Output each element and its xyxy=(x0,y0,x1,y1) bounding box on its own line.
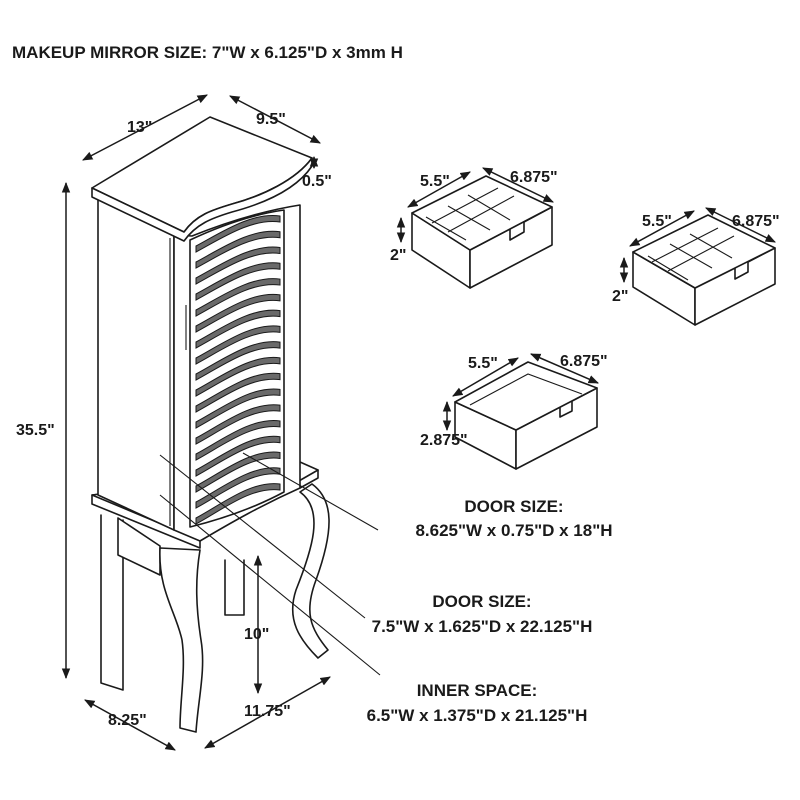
drawer-dimension-arrows xyxy=(396,167,776,432)
door-slat xyxy=(195,278,281,317)
drawer-1-width-label: 6.875" xyxy=(510,169,558,186)
side-panel xyxy=(97,195,175,531)
door-small-size: 8.625"W x 0.75"D x 18"H xyxy=(415,521,612,540)
door-slat xyxy=(195,420,281,461)
label-top-thickness: 0.5" xyxy=(302,173,332,190)
label-total-height: 35.5" xyxy=(16,422,55,439)
drawer-3 xyxy=(454,361,598,470)
drawer-2-height-label: 2" xyxy=(612,288,628,305)
door-slat xyxy=(195,293,281,333)
door-slat xyxy=(195,246,281,285)
door-slat xyxy=(195,372,281,413)
door-slat xyxy=(195,262,281,301)
leader-inner-space xyxy=(159,494,381,676)
door-slat xyxy=(195,451,281,493)
dim-base-width xyxy=(204,676,331,749)
door-large-title: DOOR SIZE: xyxy=(432,592,531,611)
door-slats xyxy=(195,214,281,525)
inner-space-title: INNER SPACE: xyxy=(417,681,538,700)
d3-depth-arrow xyxy=(452,357,519,397)
base-apron xyxy=(117,517,161,576)
door-slat xyxy=(195,230,281,269)
d2-width-arrow xyxy=(705,207,776,243)
door-slat xyxy=(195,325,281,365)
drawer-2-depth-label: 5.5" xyxy=(642,213,672,230)
right-curved-leg xyxy=(291,483,330,659)
d1-width-arrow xyxy=(482,167,554,203)
label-base-width: 11.75" xyxy=(244,703,291,720)
label-top-depth: 9.5" xyxy=(256,111,286,128)
door-slat xyxy=(195,356,281,397)
door-large-size: 7.5"W x 1.625"D x 22.125"H xyxy=(372,617,593,636)
drawer-2-width-label: 6.875" xyxy=(732,213,780,230)
dim-top-depth xyxy=(229,95,321,144)
rear-leg xyxy=(224,559,245,616)
label-top-width: 13" xyxy=(127,119,152,136)
d3-width-arrow xyxy=(530,353,599,384)
drawer-3-width-label: 6.875" xyxy=(560,353,608,370)
door-slat xyxy=(195,388,281,429)
door-small-title: DOOR SIZE: xyxy=(464,497,563,516)
door-slat xyxy=(195,435,281,477)
d2-depth-arrow xyxy=(629,210,695,247)
drawer-1-depth-label: 5.5" xyxy=(420,173,450,190)
door-slat xyxy=(195,483,281,525)
mirror-size-label: MAKEUP MIRROR SIZE: 7"W x 6.125"D x 3mm … xyxy=(12,43,403,62)
drawer-1-height-label: 2" xyxy=(390,247,406,264)
front-curved-leg xyxy=(159,547,204,733)
inner-space-size: 6.5"W x 1.375"D x 21.125"H xyxy=(367,706,588,725)
dim-base-depth xyxy=(84,699,176,751)
label-leg-height: 10" xyxy=(244,626,269,643)
leader-door-large xyxy=(159,454,366,619)
door-slat xyxy=(195,404,281,445)
drawer-3-depth-label: 5.5" xyxy=(468,355,498,372)
drawer-3-height-label: 2.875" xyxy=(420,432,468,449)
left-leg xyxy=(100,514,124,691)
label-base-depth: 8.25" xyxy=(108,712,147,729)
door-slat xyxy=(195,214,281,253)
dim-top-width xyxy=(82,94,208,161)
door-slat xyxy=(195,341,281,381)
leader-door-small xyxy=(242,452,379,531)
d1-depth-arrow xyxy=(407,171,471,208)
cabinet-drawing xyxy=(61,94,381,751)
door-slat xyxy=(195,309,281,349)
